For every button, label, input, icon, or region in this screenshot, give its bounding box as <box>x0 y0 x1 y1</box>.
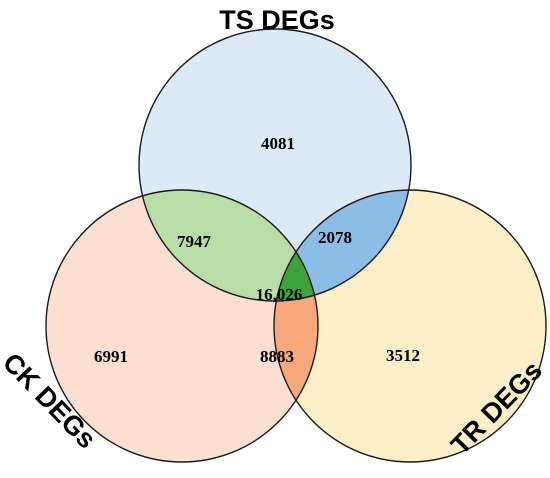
tr-circle-outline <box>273 189 547 463</box>
ts-set-label: TS DEGs <box>219 5 335 35</box>
ck-circle-outline <box>45 189 319 463</box>
count-ck-only: 6991 <box>94 347 128 366</box>
count-ck-tr: 8883 <box>260 347 294 366</box>
count-ts-ck: 7947 <box>177 232 212 251</box>
count-all: 16,026 <box>256 285 303 304</box>
ts-circle-outline <box>138 28 412 302</box>
count-ts-only: 4081 <box>261 134 295 153</box>
count-ts-tr: 2078 <box>318 228 352 247</box>
ts-ck-overlap <box>139 190 318 301</box>
ts-tr-overlap <box>274 190 411 301</box>
count-tr-only: 3512 <box>386 346 420 365</box>
